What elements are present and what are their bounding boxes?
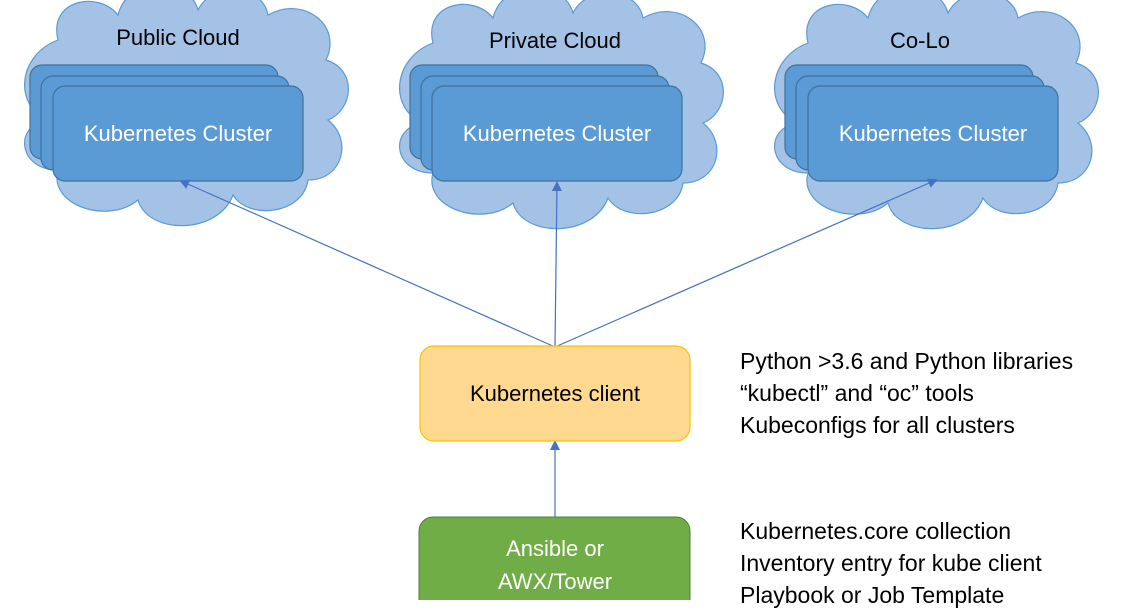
cluster-stack-private: Kubernetes Cluster — [409, 64, 683, 182]
cluster-stack-public: Kubernetes Cluster — [29, 64, 304, 182]
cloud-title-private: Private Cloud — [489, 28, 621, 53]
cloud-title-public: Public Cloud — [116, 25, 240, 50]
arrow-to-public — [179, 179, 556, 348]
arrow-to-colo — [554, 178, 938, 348]
ansible-requirements-list: Kubernetes.core collection Inventory ent… — [740, 515, 1042, 611]
arrow-to-private — [551, 181, 562, 348]
kubernetes-client-label: Kubernetes client — [470, 381, 640, 406]
ansible-label-line2: AWX/Tower — [498, 569, 612, 594]
cluster-label-colo: Kubernetes Cluster — [839, 121, 1027, 146]
cloud-title-colo: Co-Lo — [890, 28, 950, 53]
client-requirement: “kubectl” and “oc” tools — [740, 380, 974, 406]
ansible-label-line1: Ansible or — [506, 536, 604, 561]
ansible-requirement: Playbook or Job Template — [740, 582, 1005, 608]
client-requirements-list: Python >3.6 and Python libraries “kubect… — [740, 345, 1073, 441]
ansible-requirement: Kubernetes.core collection — [740, 518, 1012, 544]
client-requirement: Python >3.6 and Python libraries — [740, 348, 1074, 374]
ansible-requirement: Inventory entry for kube client — [740, 550, 1042, 576]
cluster-stack-colo: Kubernetes Cluster — [784, 64, 1059, 182]
cluster-label-public: Kubernetes Cluster — [84, 121, 272, 146]
ansible-box: Ansible or AWX/Tower — [418, 516, 691, 600]
kubernetes-client-box: Kubernetes client — [419, 345, 691, 442]
client-requirement: Kubeconfigs for all clusters — [740, 412, 1015, 438]
cluster-label-private: Kubernetes Cluster — [463, 121, 651, 146]
